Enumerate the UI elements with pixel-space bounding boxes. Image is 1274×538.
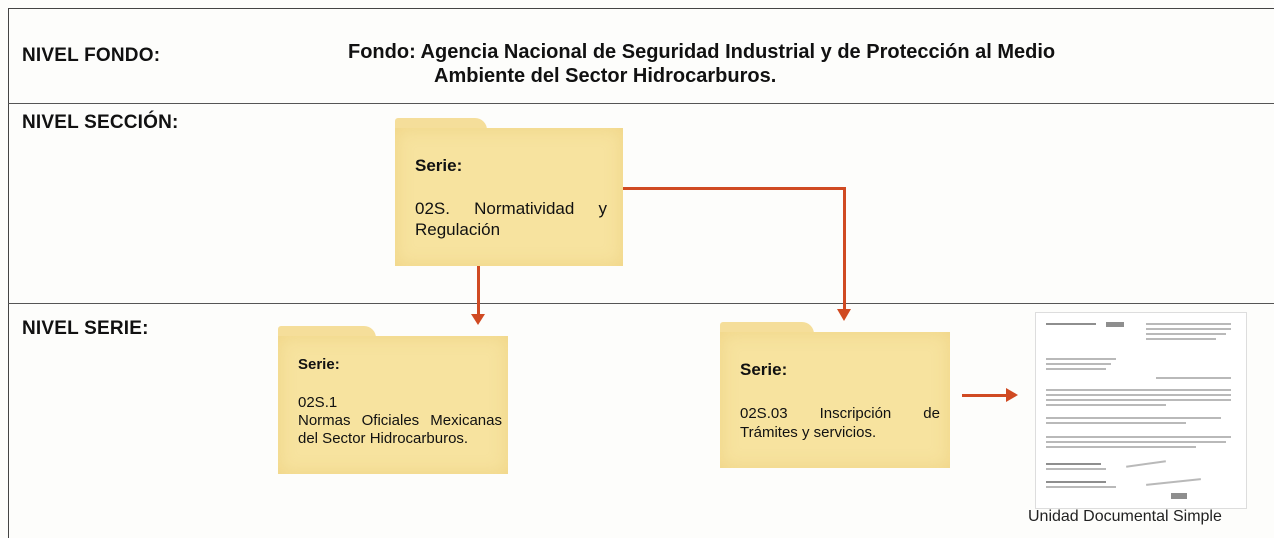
- arrowhead-right-icon: [1006, 388, 1018, 402]
- folder-serie-normas: Serie: 02S.1 Normas Oficiales Mexicanas …: [278, 326, 508, 474]
- folder-body: [395, 128, 623, 266]
- frame-top-border: [8, 8, 1274, 9]
- level-label-seccion: NIVEL SECCIÓN:: [22, 112, 179, 133]
- folder-seccion-title: Serie:: [415, 156, 463, 175]
- arrow-seccion-to-normas: [477, 266, 480, 316]
- frame-left-border: [8, 8, 9, 538]
- arrowhead-down-icon: [471, 314, 485, 325]
- folder-seccion: Serie: 02S. Normatividad y Regulación: [395, 118, 623, 266]
- document-caption: Unidad Documental Simple: [1028, 508, 1222, 525]
- folder-seccion-desc: 02S. Normatividad y Regulación: [415, 199, 607, 240]
- level-label-serie: NIVEL SERIE:: [22, 318, 149, 339]
- folder-serie-normas-title: Serie:: [298, 356, 340, 373]
- separator-fondo-seccion: [8, 103, 1274, 104]
- folder-body: [720, 332, 950, 468]
- level-label-fondo: NIVEL FONDO:: [22, 45, 161, 66]
- fondo-title-line1: Fondo: Agencia Nacional de Seguridad Ind…: [348, 41, 1056, 63]
- arrow-inscripcion-to-document: [962, 394, 1008, 397]
- folder-serie-normas-code: 02S.1: [298, 394, 338, 411]
- folder-body: [278, 336, 508, 474]
- separator-seccion-serie: [8, 303, 1274, 304]
- folder-serie-normas-desc: Normas Oficiales Mexicanas del Sector Hi…: [298, 412, 502, 447]
- folder-serie-inscripcion: Serie: 02S.03 Inscripción de Trámites y …: [720, 322, 950, 468]
- fondo-title: Fondo: Agencia Nacional de Seguridad Ind…: [348, 40, 1248, 88]
- arrow-seccion-to-inscripcion-horizontal: [623, 187, 846, 190]
- folder-serie-inscripcion-desc: 02S.03 Inscripción de Trámites y servici…: [740, 405, 940, 441]
- folder-serie-inscripcion-title: Serie:: [740, 360, 788, 379]
- arrow-seccion-to-inscripcion-vertical: [843, 187, 846, 311]
- document-thumbnail-image: [1035, 312, 1247, 509]
- fondo-title-line2: Ambiente del Sector Hidrocarburos.: [434, 65, 777, 87]
- arrowhead-down-icon: [837, 309, 851, 321]
